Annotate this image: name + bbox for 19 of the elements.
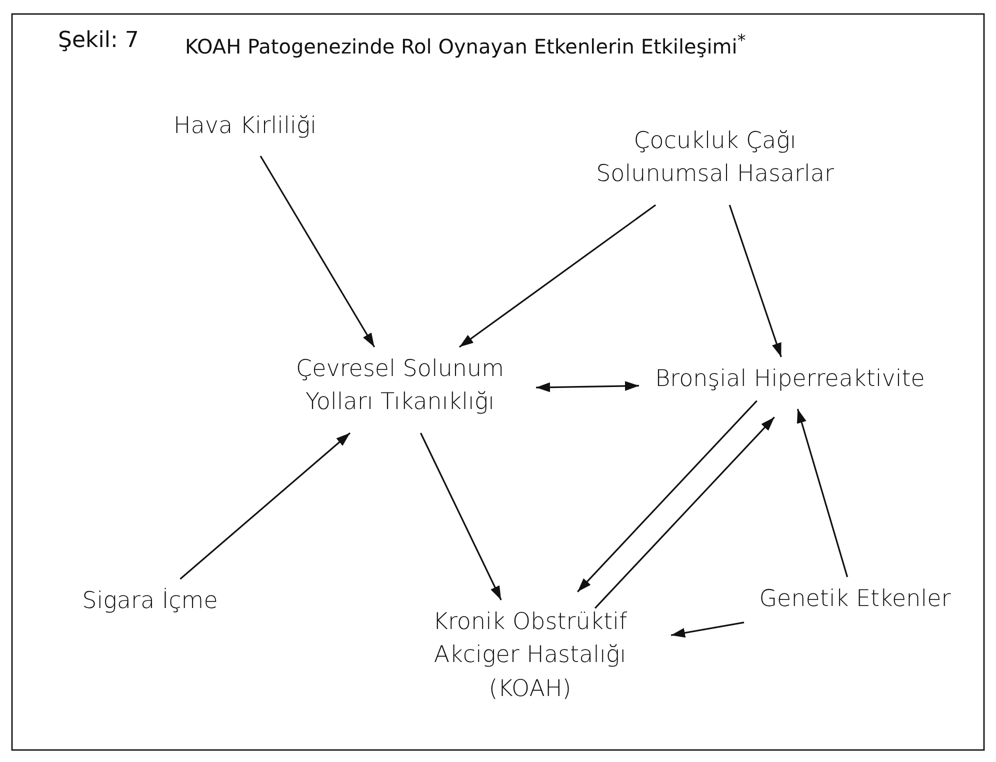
arrow: [458, 204, 656, 348]
node-text: Çevresel Solunum Yolları Tıkanıklığı: [295, 355, 505, 418]
node-text: Sigara İçme: [81, 586, 219, 616]
node-text: Hava Kirliliği: [172, 112, 318, 141]
arrow: [670, 622, 744, 638]
arrow: [576, 400, 758, 592]
node-text: Genetik Etkenler: [758, 585, 952, 614]
arrow: [594, 416, 775, 609]
node-text: Kronik Obstrüktif Akciger Hastalığı (KOAH): [432, 608, 628, 704]
arrow: [796, 408, 848, 578]
node-text: Bronşial Hiperreaktivite: [654, 365, 926, 394]
arrow: [536, 381, 640, 392]
node-text: Çocukluk Çağı Solunumsal Hasarlar: [595, 127, 835, 190]
arrow: [420, 432, 502, 600]
figure-number: Şekil: 7: [58, 28, 139, 53]
arrow: [728, 204, 782, 358]
arrow: [180, 432, 351, 580]
diagram-title: KOAH Patogenezinde Rol Oynayan Etkenlerin Etkileşimi$^{*}$: [185, 31, 746, 59]
arrow: [260, 156, 376, 348]
